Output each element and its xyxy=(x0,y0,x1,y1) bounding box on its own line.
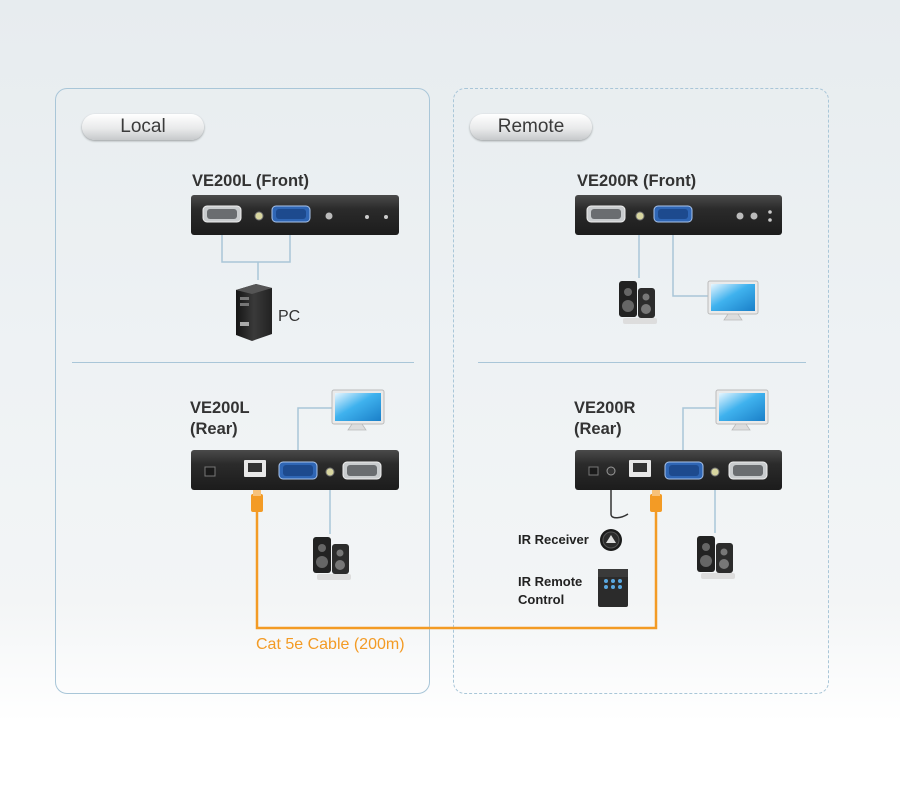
ir-receiver-icon xyxy=(600,490,629,551)
ve200l-rear-label: VE200L (Rear) xyxy=(190,399,250,438)
local-title-pill: Local xyxy=(82,114,204,140)
ve200l-front-device xyxy=(191,195,399,235)
remote-divider xyxy=(478,362,806,363)
monitor-icon xyxy=(707,280,759,321)
ve200r-rear-label: VE200R (Rear) xyxy=(574,399,636,438)
rj45-connector-icon xyxy=(251,490,263,512)
ve200l-front-label: VE200L (Front) xyxy=(192,172,310,190)
speakers-icon xyxy=(697,536,735,579)
ve200r-rear-device xyxy=(575,450,782,490)
cat5e-cable xyxy=(255,510,658,630)
ir-remote-label: IR Remote Control xyxy=(518,574,583,607)
ir-receiver-label: IR Receiver xyxy=(518,532,589,547)
local-panel xyxy=(55,88,430,694)
pc-tower-icon xyxy=(236,284,272,341)
speakers-icon xyxy=(619,281,657,324)
rj45-connector-icon xyxy=(650,490,662,512)
monitor-icon xyxy=(715,389,769,431)
ve200l-rear-device xyxy=(191,450,399,490)
pc-label: PC xyxy=(278,308,301,325)
monitor-icon xyxy=(331,389,385,431)
local-divider xyxy=(72,362,414,363)
speakers-icon xyxy=(313,537,351,580)
remote-title-pill: Remote xyxy=(470,114,592,140)
remote-panel xyxy=(453,88,829,694)
cable-label: Cat 5e Cable (200m) xyxy=(256,636,405,653)
ve200r-front-device xyxy=(575,195,782,235)
remote-control-icon xyxy=(598,569,628,607)
ve200r-front-label: VE200R (Front) xyxy=(577,172,697,190)
